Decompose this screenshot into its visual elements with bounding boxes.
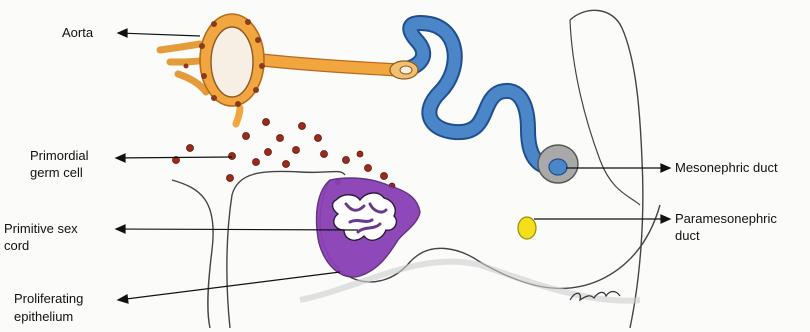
label-proliferating-epithelium-line1: Proliferating: [14, 291, 83, 306]
lateral-body-wall-outline: [570, 10, 643, 328]
aorta-lower-branch: [236, 108, 240, 124]
label-primitive-sex-cord-line1: Primitive sex: [4, 221, 78, 236]
label-proliferating-epithelium-line2: epithelium: [14, 309, 73, 324]
label-aorta: Aorta: [62, 25, 93, 40]
dorsal-body-wall-outline: [172, 180, 213, 328]
arrow-aorta: [118, 33, 200, 36]
arrow-primordial-germ-cell: [116, 157, 232, 158]
paramesonephric-duct: [518, 217, 536, 239]
aorta-left-branch: [160, 44, 206, 92]
label-mesonephric-duct: Mesonephric duct: [675, 160, 778, 175]
label-primordial-germ-cell-line2: germ cell: [30, 165, 83, 180]
mesonephric-duct-lumen: [549, 159, 567, 175]
aorta-lumen: [211, 27, 253, 97]
glomerulus: [400, 66, 412, 74]
label-paramesonephric-duct-line2: duct: [675, 228, 700, 243]
label-primitive-sex-cord-line2: cord: [4, 238, 29, 253]
label-primordial-germ-cell-line1: Primordial: [30, 148, 89, 163]
label-paramesonephric-duct-line1: Paramesonephric: [675, 211, 777, 226]
